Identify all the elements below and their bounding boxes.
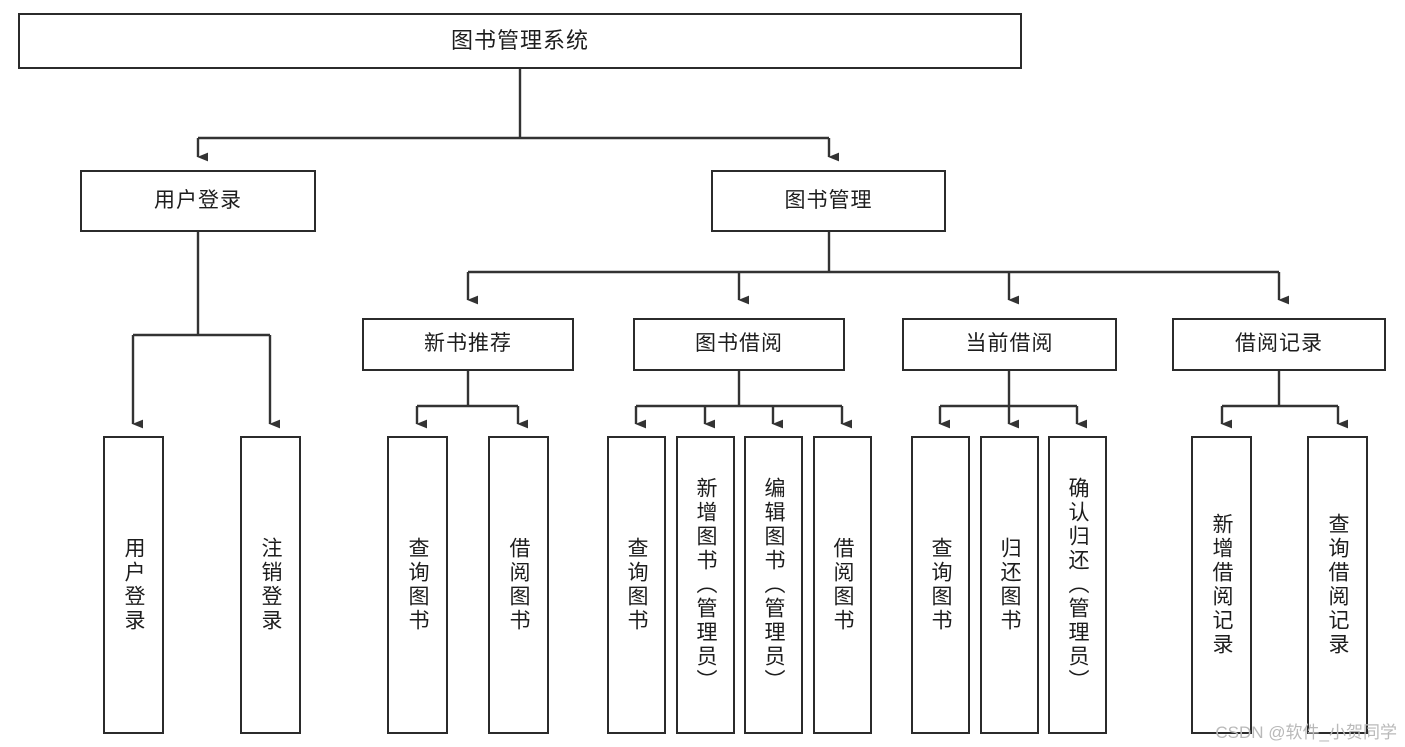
node-leaf-query-record-label: 查询借阅记录 — [1326, 513, 1349, 657]
node-book-borrow[interactable]: 图书借阅 — [633, 318, 845, 371]
node-leaf-return-book-label: 归还图书 — [998, 537, 1021, 633]
node-leaf-logout-login[interactable]: 注销登录 — [240, 436, 301, 734]
node-leaf-user-login[interactable]: 用户登录 — [103, 436, 164, 734]
node-borrow-record-label: 借阅记录 — [1235, 332, 1323, 356]
node-user-login-label: 用户登录 — [154, 188, 242, 212]
node-leaf-query-book-2[interactable]: 查询图书 — [607, 436, 666, 734]
node-leaf-add-book-label: 新增图书（管理员） — [694, 477, 717, 693]
node-leaf-edit-book[interactable]: 编辑图书（管理员） — [744, 436, 803, 734]
node-leaf-borrow-book-1[interactable]: 借阅图书 — [488, 436, 549, 734]
node-leaf-add-book[interactable]: 新增图书（管理员） — [676, 436, 735, 734]
node-leaf-query-book-1[interactable]: 查询图书 — [387, 436, 448, 734]
node-leaf-user-login-label: 用户登录 — [122, 537, 145, 633]
node-leaf-query-book-1-label: 查询图书 — [406, 537, 429, 633]
node-new-book-rec[interactable]: 新书推荐 — [362, 318, 574, 371]
node-leaf-query-book-2-label: 查询图书 — [625, 537, 648, 633]
node-root[interactable]: 图书管理系统 — [18, 13, 1022, 69]
node-new-book-rec-label: 新书推荐 — [424, 332, 512, 356]
node-leaf-query-record[interactable]: 查询借阅记录 — [1307, 436, 1368, 734]
node-leaf-logout-login-label: 注销登录 — [259, 537, 282, 633]
node-leaf-query-book-3-label: 查询图书 — [929, 537, 952, 633]
node-user-login[interactable]: 用户登录 — [80, 170, 316, 232]
node-leaf-confirm-return[interactable]: 确认归还（管理员） — [1048, 436, 1107, 734]
node-leaf-query-book-3[interactable]: 查询图书 — [911, 436, 970, 734]
node-leaf-borrow-book-1-label: 借阅图书 — [507, 537, 530, 633]
node-leaf-add-record-label: 新增借阅记录 — [1210, 513, 1233, 657]
node-current-borrow-label: 当前借阅 — [965, 332, 1054, 356]
node-current-borrow[interactable]: 当前借阅 — [902, 318, 1117, 371]
node-leaf-return-book[interactable]: 归还图书 — [980, 436, 1039, 734]
node-leaf-borrow-book-2[interactable]: 借阅图书 — [813, 436, 872, 734]
node-leaf-confirm-return-label: 确认归还（管理员） — [1066, 477, 1089, 693]
node-book-manage[interactable]: 图书管理 — [711, 170, 946, 232]
node-leaf-edit-book-label: 编辑图书（管理员） — [762, 477, 785, 693]
node-root-label: 图书管理系统 — [450, 28, 589, 54]
node-borrow-record[interactable]: 借阅记录 — [1172, 318, 1386, 371]
node-leaf-add-record[interactable]: 新增借阅记录 — [1191, 436, 1252, 734]
node-book-borrow-label: 图书借阅 — [695, 332, 783, 356]
node-book-manage-label: 图书管理 — [784, 188, 873, 212]
node-leaf-borrow-book-2-label: 借阅图书 — [831, 537, 854, 633]
